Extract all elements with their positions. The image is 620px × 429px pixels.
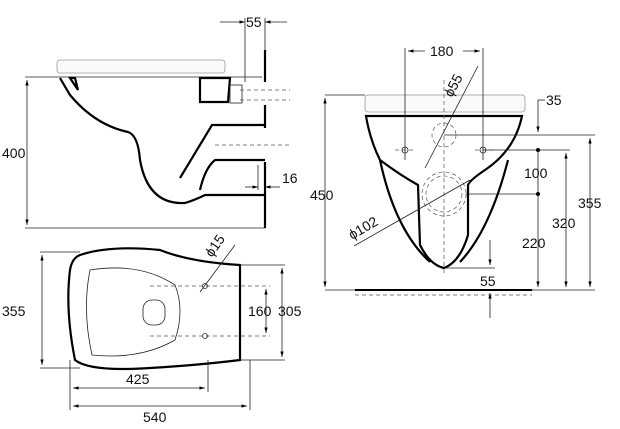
dim-total-height: 450: [310, 187, 334, 203]
dim-outlet-offset: 16: [282, 170, 298, 186]
dim-hole-diameter: ϕ15: [201, 231, 228, 260]
dim-seat-top-offset: 35: [546, 92, 562, 108]
inlet-connector: [229, 84, 243, 104]
dim-height: 400: [2, 145, 26, 161]
seat-lid-front: [364, 94, 526, 113]
seat-lid: [56, 59, 226, 74]
dim-fixing-height: 320: [552, 215, 576, 231]
dim-bowl-length: 425: [126, 371, 150, 387]
dim-rear-width: 305: [278, 303, 302, 319]
bowl-profile: [59, 76, 265, 205]
dim-total-length: 540: [143, 409, 167, 425]
dim-outlet-diameter: ϕ102: [346, 213, 381, 243]
dim-hole-spacing: 160: [248, 303, 272, 319]
front-view: 180 ϕ55 ϕ102 450 35 100 220 320 3: [310, 43, 602, 318]
top-view: ϕ15 355 160 305 425 540: [2, 231, 302, 425]
dim-fixing-spacing: 180: [430, 43, 454, 59]
side-view: 55 400 16: [2, 14, 298, 229]
bowl-outline: [67, 247, 242, 371]
dim-fixing-to-outlet: 100: [524, 165, 548, 181]
dim-bottom-clearance: 55: [480, 273, 496, 289]
dim-wall-offset: 55: [246, 14, 262, 30]
dim-depth: 355: [2, 303, 26, 319]
dim-inlet-height: 355: [578, 195, 602, 211]
dim-outlet-height: 220: [522, 235, 546, 251]
